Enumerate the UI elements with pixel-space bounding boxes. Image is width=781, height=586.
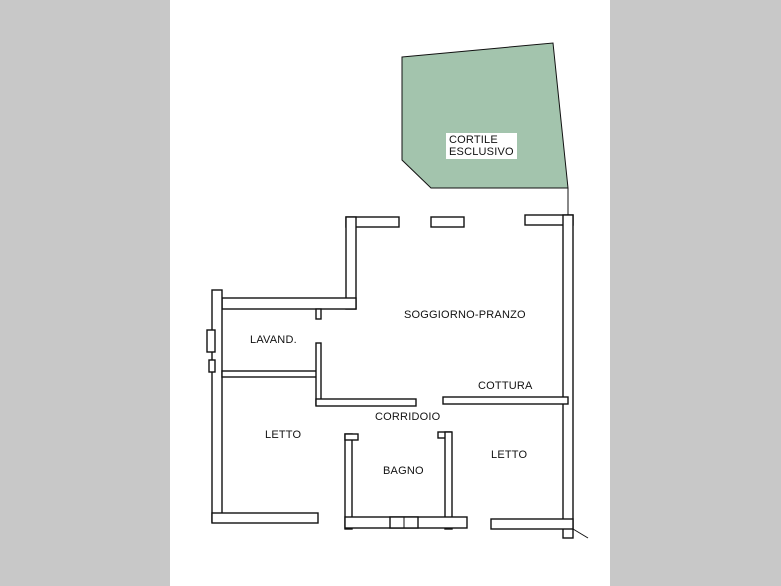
wall-bedroom-left-bottom: [211, 512, 319, 524]
window-top-middle: [430, 216, 465, 228]
wall-right-exterior: [562, 214, 574, 539]
wall-left-notch: [206, 329, 216, 353]
wall-bathroom-right: [444, 431, 453, 530]
room-label-bedroom-left: LETTO: [265, 429, 302, 441]
room-label-laundry: LAVAND.: [250, 334, 297, 346]
room-label-living: SOGGIORNO-PRANZO: [404, 309, 526, 321]
wall-bathroom-left: [344, 433, 353, 530]
boundary-line-bottom: [572, 528, 589, 539]
courtyard-label: CORTILE ESCLUSIVO: [446, 133, 517, 159]
room-label-corridor: CORRIDOIO: [375, 411, 441, 423]
wall-bathroom-top-left: [344, 433, 359, 441]
courtyard-label-line2: ESCLUSIVO: [449, 146, 514, 158]
room-label-bedroom-right: LETTO: [491, 449, 528, 461]
wall-corridor-top-left: [315, 398, 417, 407]
wall-laundry-bottom: [221, 370, 319, 378]
wall-bedroom-right-bottom: [490, 518, 574, 530]
courtyard-label-line1: CORTILE: [449, 134, 498, 146]
wall-corridor-top-right: [442, 396, 569, 405]
wall-laundry-top: [221, 297, 357, 310]
wall-laundry-right-2: [315, 342, 322, 406]
wall-left-exterior: [211, 289, 223, 523]
courtyard-area: [401, 42, 569, 189]
wall-laundry-right: [315, 308, 322, 320]
room-label-kitchen: COTTURA: [478, 380, 533, 392]
wall-left-notch-2: [208, 359, 216, 373]
room-label-bathroom: BAGNO: [383, 465, 424, 477]
wall-living-left: [345, 216, 357, 310]
